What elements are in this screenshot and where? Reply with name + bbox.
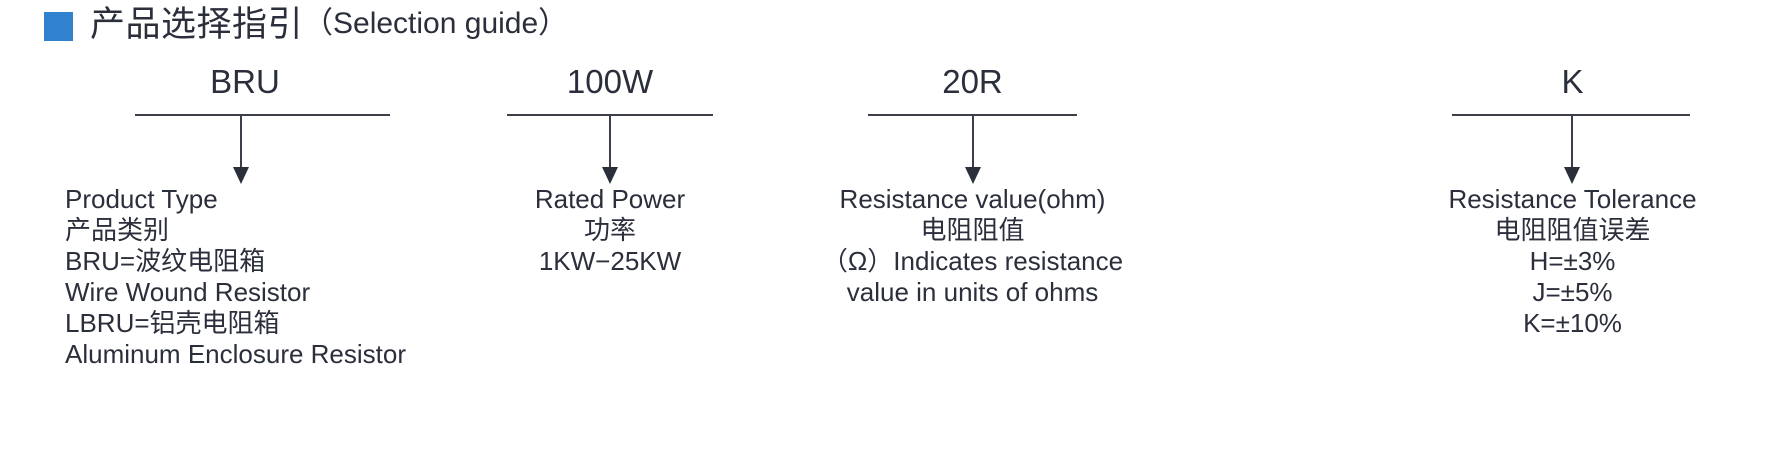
blue-square-bullet-icon: [44, 11, 73, 41]
part-code-segment-2: 100W: [566, 63, 654, 100]
desc-line: Aluminum Enclosure Resistor: [65, 339, 407, 369]
arrow-down-3: [800, 116, 1145, 184]
description-block-3: Resistance value(ohm) 电阻阻值 （Ω）Indicates …: [800, 184, 1145, 308]
desc-line: BRU=波纹电阻箱: [65, 246, 266, 276]
desc-line: Rated Power: [534, 184, 686, 214]
desc-line: 产品类别: [65, 215, 170, 245]
arrow-head-icon: [233, 167, 249, 184]
desc-line: J=±5%: [1532, 277, 1613, 307]
desc-line: 1KW−25KW: [538, 246, 682, 276]
desc-line: value in units of ohms: [846, 277, 1099, 307]
desc-line: K=±10%: [1523, 308, 1622, 338]
arrow-shaft-icon: [1571, 116, 1573, 169]
selection-guide-diagram: BRU Product Type 产品类别 BRU=波纹电阻箱 Wire Wou…: [0, 60, 1783, 460]
desc-line: 电阻阻值: [920, 215, 1025, 245]
desc-line: Wire Wound Resistor: [65, 277, 311, 307]
desc-line: H=±3%: [1529, 246, 1616, 276]
part-code-segment-3: 20R: [942, 63, 1003, 100]
desc-line: （Ω）Indicates resistance: [821, 246, 1124, 276]
arrow-head-icon: [965, 167, 981, 184]
underline-rule-3: [868, 114, 1077, 116]
guide-column-resistance-tolerance: K Resistance Tolerance 电阻阻值误差 H=±3% J=±5…: [1410, 60, 1735, 339]
arrow-down-4: [1410, 116, 1735, 184]
guide-column-rated-power: 100W Rated Power 功率 1KW−25KW: [470, 60, 750, 277]
section-header: 产品选择指引 （Selection guide）: [44, 4, 568, 46]
arrow-shaft-icon: [609, 116, 611, 169]
desc-line: Resistance Tolerance: [1448, 184, 1697, 214]
description-block-1: Product Type 产品类别 BRU=波纹电阻箱 Wire Wound R…: [60, 184, 430, 370]
part-code-segment-4: K: [1561, 63, 1584, 100]
underline-rule-4: [1452, 114, 1690, 116]
arrow-head-icon: [602, 167, 618, 184]
page-title-en: （Selection guide）: [303, 7, 569, 40]
desc-line: 功率: [583, 215, 636, 245]
desc-line: Resistance value(ohm): [839, 184, 1106, 214]
underline-rule-1: [135, 114, 390, 116]
arrow-down-1: [60, 116, 430, 184]
guide-column-product-type: BRU Product Type 产品类别 BRU=波纹电阻箱 Wire Wou…: [60, 60, 430, 370]
arrow-head-icon: [1564, 167, 1580, 184]
desc-line: 电阻阻值误差: [1494, 215, 1651, 245]
part-code-segment-1: BRU: [210, 63, 280, 100]
desc-line: Product Type: [65, 184, 218, 214]
description-block-2: Rated Power 功率 1KW−25KW: [470, 184, 750, 277]
desc-line: LBRU=铝壳电阻箱: [65, 308, 280, 338]
description-block-4: Resistance Tolerance 电阻阻值误差 H=±3% J=±5% …: [1410, 184, 1735, 339]
guide-column-resistance-value: 20R Resistance value(ohm) 电阻阻值 （Ω）Indica…: [800, 60, 1145, 308]
page-title-cn: 产品选择指引: [90, 5, 304, 44]
underline-rule-2: [507, 114, 713, 116]
arrow-shaft-icon: [972, 116, 974, 169]
arrow-down-2: [470, 116, 750, 184]
arrow-shaft-icon: [240, 116, 242, 169]
